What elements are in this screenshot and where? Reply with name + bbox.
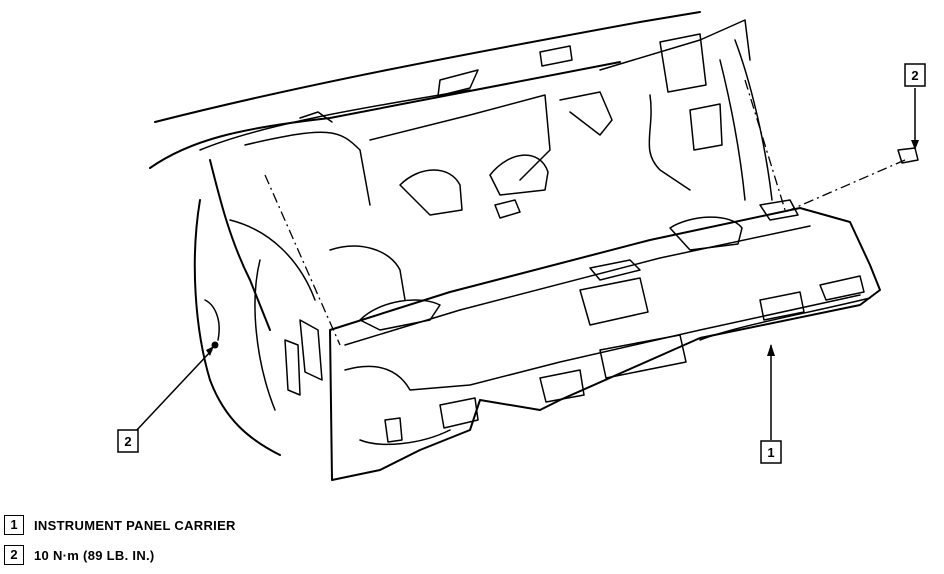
legend: 1 INSTRUMENT PANEL CARRIER 2 10 N·m (89 … — [4, 514, 236, 574]
carrier-leader — [767, 344, 775, 440]
callout-1-label: 1 — [767, 445, 774, 460]
firewall-structure — [209, 19, 773, 331]
callout-2-left: 2 — [117, 429, 139, 453]
left-kick-panel — [193, 199, 406, 456]
legend-number-box: 2 — [4, 545, 24, 565]
callout-1: 1 — [760, 440, 782, 464]
instrument-panel-carrier — [329, 199, 881, 481]
callout-2-left-label: 2 — [124, 434, 131, 449]
right-fastener — [897, 88, 919, 164]
alignment-lines — [264, 79, 906, 346]
callout-2-right-label: 2 — [911, 68, 918, 83]
legend-item: 2 10 N·m (89 LB. IN.) — [4, 544, 236, 566]
legend-number-box: 1 — [4, 515, 24, 535]
windshield-frame — [149, 11, 701, 169]
legend-label: 10 N·m (89 LB. IN.) — [34, 547, 155, 563]
legend-item: 1 INSTRUMENT PANEL CARRIER — [4, 514, 236, 536]
left-fastener — [134, 341, 219, 433]
legend-label: INSTRUMENT PANEL CARRIER — [34, 517, 236, 533]
callout-2-right: 2 — [904, 63, 926, 87]
